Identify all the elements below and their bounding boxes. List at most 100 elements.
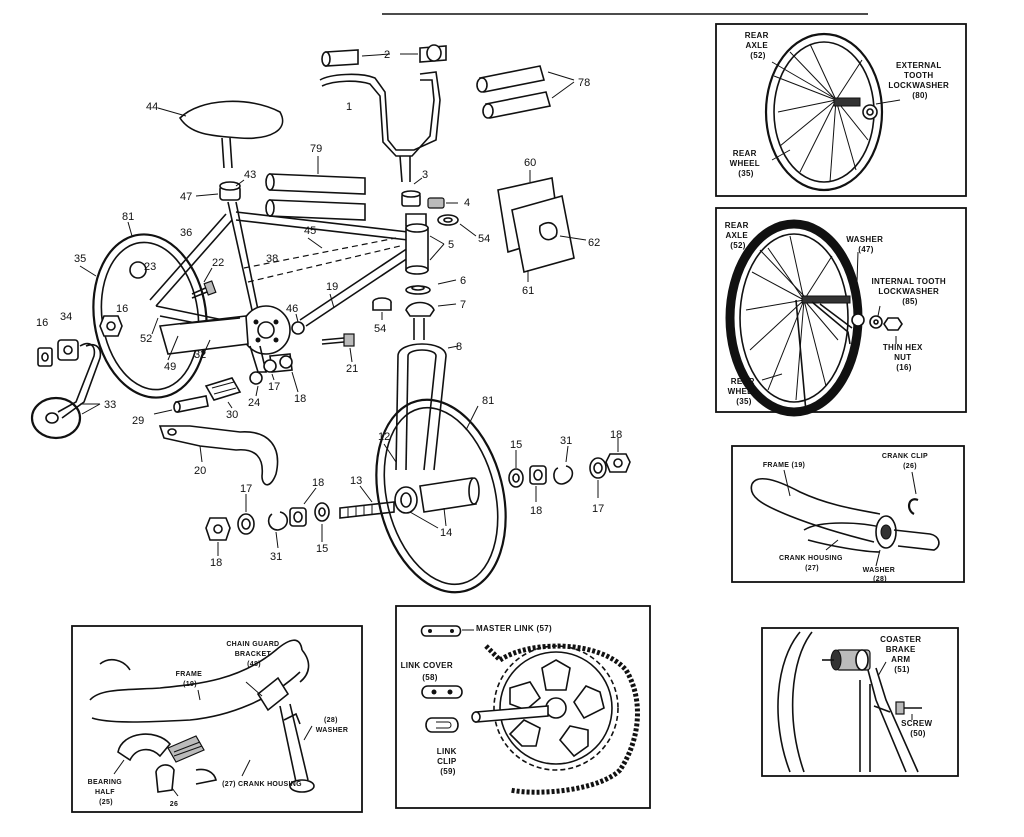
label-bearing-half: BEARING HALF (25) xyxy=(88,779,125,806)
callout-18e: 18 xyxy=(210,557,222,569)
callout-44: 44 xyxy=(146,101,158,113)
link-clip-part xyxy=(425,717,459,733)
callout-12: 12 xyxy=(378,431,390,443)
label-external-lockwasher: EXTERNAL TOOTH LOCKWASHER (80) xyxy=(888,61,951,100)
callout-1: 1 xyxy=(346,101,352,113)
label-rear-wheel-ext: REAR WHEEL (35) xyxy=(730,149,763,178)
callout-34: 34 xyxy=(60,311,72,323)
left-hardware-row xyxy=(205,487,330,556)
callout-81-front: 81 xyxy=(482,395,494,407)
front-wheel xyxy=(375,398,507,594)
callout-18b: 18 xyxy=(610,429,622,441)
callout-46: 46 xyxy=(286,303,298,315)
callout-17b: 17 xyxy=(240,483,252,495)
callout-54b: 54 xyxy=(374,323,386,335)
inset-coaster-brake-arm: COASTER BRAKE ARM (51) SCREW (50) xyxy=(761,627,959,777)
callout-62: 62 xyxy=(588,237,600,249)
label-rear-axle-int: REAR AXLE (52) xyxy=(725,221,751,250)
callout-16b: 16 xyxy=(36,317,48,329)
front-fork xyxy=(395,318,459,471)
callout-24: 24 xyxy=(248,397,260,409)
pedal xyxy=(153,377,242,415)
label-link-cover: LINK COVER (58) xyxy=(401,661,456,682)
label-washer-28: WASHER (28) xyxy=(863,567,898,583)
callout-2: 2 xyxy=(384,49,390,61)
label-crank-clip: CRANK CLIP (26) xyxy=(882,453,930,470)
chain-guard xyxy=(158,425,279,486)
callout-38: 38 xyxy=(266,253,278,265)
label-crank-housing-27b: (27) CRANK HOUSING xyxy=(222,781,302,788)
callout-18c: 18 xyxy=(312,477,324,489)
callout-52: 52 xyxy=(140,333,152,345)
callout-18d: 18 xyxy=(530,505,542,517)
callout-17: 17 xyxy=(268,381,280,393)
callout-60: 60 xyxy=(524,157,536,169)
callout-79: 79 xyxy=(310,143,322,155)
label-master-link: MASTER LINK (57) xyxy=(476,624,552,633)
callout-45: 45 xyxy=(304,225,316,237)
label-26: 26 xyxy=(170,801,178,808)
head-bolt xyxy=(427,197,458,209)
frame-pads xyxy=(265,156,366,221)
label-frame-19: FRAME (19) xyxy=(763,462,805,469)
handlebar xyxy=(319,71,441,183)
callout-5: 5 xyxy=(448,239,454,251)
label-rear-wheel-int: REAR WHEEL (35) xyxy=(728,377,761,406)
grip-covers xyxy=(476,65,575,119)
callout-31: 31 xyxy=(560,435,572,447)
head-tube-parts xyxy=(372,177,477,320)
sprocket-cutouts xyxy=(508,659,605,758)
right-hardware-row xyxy=(508,438,631,502)
inset-chain: MASTER LINK (57) LINK COVER (58) LINK CL… xyxy=(395,605,651,809)
label-washer-28b: (28) WASHER xyxy=(316,717,349,734)
link-cover-part xyxy=(421,685,463,699)
callout-49: 49 xyxy=(164,361,176,373)
inset-rear-wheel-internal: REAR AXLE (52) WASHER (47) INTERNAL TOOT… xyxy=(715,207,967,417)
callout-17c: 17 xyxy=(592,503,604,515)
callout-78: 78 xyxy=(578,77,590,89)
callout-7: 7 xyxy=(460,299,466,311)
callout-15: 15 xyxy=(510,439,522,451)
callout-54: 54 xyxy=(478,233,490,245)
handlebar-grips xyxy=(321,44,447,67)
callout-14: 14 xyxy=(440,527,452,539)
callout-35: 35 xyxy=(74,253,86,265)
seat xyxy=(157,100,284,169)
callout-33: 33 xyxy=(104,399,116,411)
callout-19: 19 xyxy=(326,281,338,293)
callout-6: 6 xyxy=(460,275,466,287)
training-wheels xyxy=(30,315,123,440)
callout-36: 36 xyxy=(180,227,192,239)
label-internal-lockwasher: INTERNAL TOOTH LOCKWASHER (85) xyxy=(871,277,948,306)
inset-crank-clip: FRAME (19) CRANK CLIP (26) CRANK HOUSING… xyxy=(731,445,965,583)
master-link-part xyxy=(420,625,474,637)
label-screw-50: SCREW (50) xyxy=(901,719,935,738)
callout-23: 23 xyxy=(144,261,156,273)
callout-16a: 16 xyxy=(116,303,128,315)
callout-22: 22 xyxy=(212,257,224,269)
frame-bolts xyxy=(191,267,355,363)
callout-4: 4 xyxy=(464,197,470,209)
label-washer-47: WASHER (47) xyxy=(846,235,885,254)
callout-21: 21 xyxy=(346,363,358,375)
callout-13: 13 xyxy=(350,475,362,487)
callout-3: 3 xyxy=(422,169,428,181)
reflector-brackets xyxy=(497,170,587,282)
label-rear-axle-ext: REAR AXLE (52) xyxy=(745,31,771,60)
main-exploded-view: 2 1 78 44 79 43 47 3 4 60 54 5 62 81 36 … xyxy=(30,44,631,594)
callout-numbers: 2 1 78 44 79 43 47 3 4 60 54 5 62 81 36 … xyxy=(36,49,622,569)
inset-rear-wheel-external: REAR AXLE (52) EXTERNAL TOOTH LOCKWASHER… xyxy=(715,23,967,197)
label-link-clip: LINK CLIP (59) xyxy=(437,747,459,776)
callout-29: 29 xyxy=(132,415,144,427)
callout-31b: 31 xyxy=(270,551,282,563)
label-crank-housing-27: CRANK HOUSING (27) xyxy=(779,555,845,572)
callout-18: 18 xyxy=(294,393,306,405)
label-chain-guard-bracket: CHAIN GUARD BRACKET (48) xyxy=(226,641,281,668)
callout-15b: 15 xyxy=(316,543,328,555)
label-coaster-brake-arm: COASTER BRAKE ARM (51) xyxy=(880,635,924,674)
callout-32: 32 xyxy=(194,349,206,361)
front-axle-hub xyxy=(339,443,480,529)
callout-47: 47 xyxy=(180,191,192,203)
